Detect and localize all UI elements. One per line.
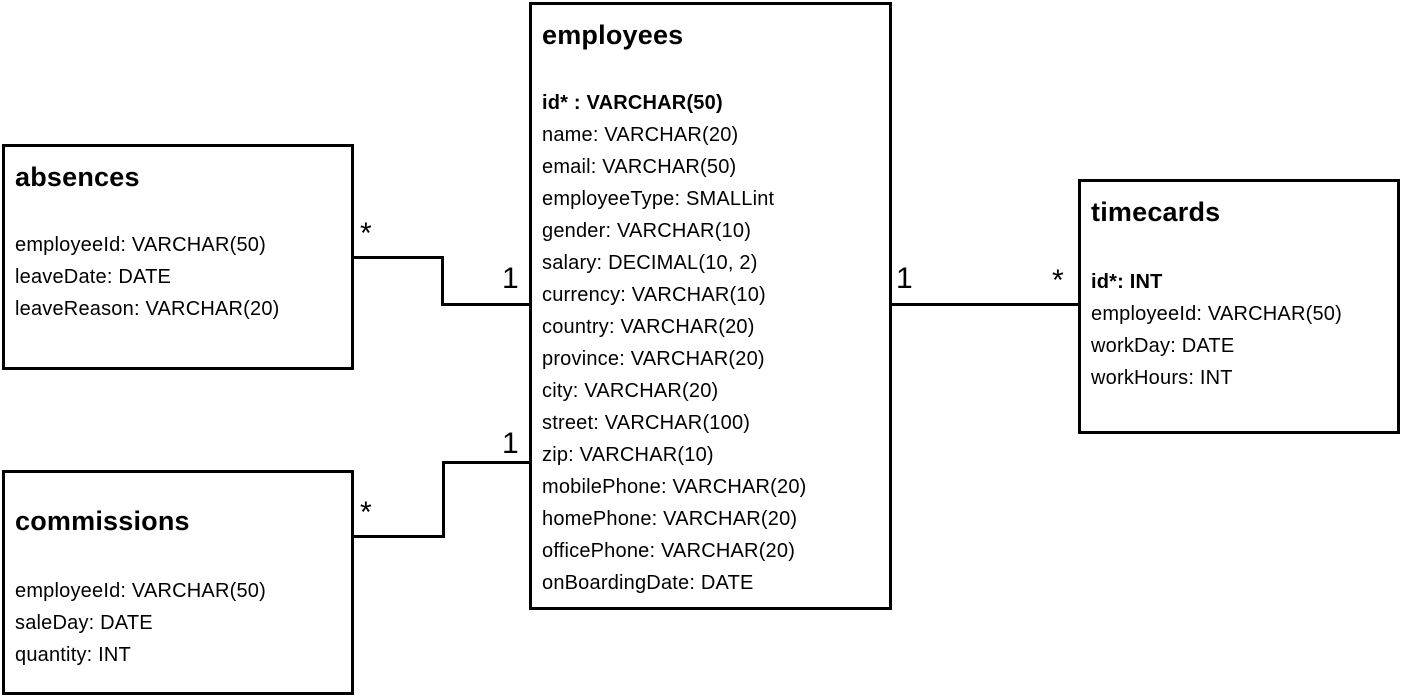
connector-commissions-employees-segment[interactable]	[442, 461, 445, 538]
field-row: officePhone: VARCHAR(20)	[542, 540, 796, 562]
field-list-timecards: id*: INT employeeId: VARCHAR(50) workDay…	[1091, 266, 1385, 394]
field-list-commissions: employeeId: VARCHAR(50) saleDay: DATE qu…	[15, 575, 339, 671]
connector-commissions-employees-segment[interactable]	[442, 461, 529, 464]
field-row: workDay: DATE	[1091, 335, 1235, 357]
table-title-absences: absences	[15, 162, 140, 192]
field-list-employees: id* : VARCHAR(50) name: VARCHAR(20) emai…	[542, 87, 877, 599]
field-row: saleDay: DATE	[15, 612, 153, 634]
field-row: currency: VARCHAR(10)	[542, 284, 766, 306]
field-row: employeeId: VARCHAR(50)	[1091, 303, 1342, 325]
field-row: homePhone: VARCHAR(20)	[542, 508, 798, 530]
entity-absences[interactable]: absences employeeId: VARCHAR(50) leaveDa…	[2, 144, 354, 370]
field-row: salary: DECIMAL(10, 2)	[542, 252, 758, 274]
field-row: email: VARCHAR(50)	[542, 156, 737, 178]
field-row: workHours: INT	[1091, 367, 1233, 389]
entity-commissions[interactable]: commissions employeeId: VARCHAR(50) sale…	[2, 470, 354, 695]
field-row: leaveReason: VARCHAR(20)	[15, 298, 280, 320]
cardinality-label-employees-one: 1	[896, 262, 913, 295]
field-row: country: VARCHAR(20)	[542, 316, 755, 338]
field-row: employeeId: VARCHAR(50)	[15, 580, 266, 602]
connector-absences-employees-segment[interactable]	[441, 303, 529, 306]
table-title-timecards: timecards	[1091, 197, 1221, 227]
field-row: zip: VARCHAR(10)	[542, 444, 714, 466]
connector-absences-employees-segment[interactable]	[353, 256, 444, 259]
field-row: name: VARCHAR(20)	[542, 124, 739, 146]
connector-commissions-employees-segment[interactable]	[353, 535, 445, 538]
field-row: gender: VARCHAR(10)	[542, 220, 752, 242]
cardinality-label-absences-many: *	[360, 217, 372, 250]
field-row: street: VARCHAR(100)	[542, 412, 751, 434]
field-row: leaveDate: DATE	[15, 266, 172, 288]
field-row-primary-key: id*: INT	[1091, 271, 1163, 293]
field-row: employeeId: VARCHAR(50)	[15, 234, 266, 256]
field-list-absences: employeeId: VARCHAR(50) leaveDate: DATE …	[15, 229, 339, 325]
cardinality-label-employees-one: 1	[502, 262, 519, 295]
cardinality-label-timecards-many: *	[1052, 264, 1064, 297]
field-row: mobilePhone: VARCHAR(20)	[542, 476, 807, 498]
table-title-employees: employees	[542, 20, 684, 50]
field-row: city: VARCHAR(20)	[542, 380, 719, 402]
connector-absences-employees-segment[interactable]	[441, 256, 444, 306]
connector-employees-timecards-segment[interactable]	[892, 303, 1078, 306]
field-row: province: VARCHAR(20)	[542, 348, 765, 370]
cardinality-label-employees-one: 1	[502, 427, 519, 460]
cardinality-label-commissions-many: *	[360, 496, 372, 529]
field-row: quantity: INT	[15, 644, 131, 666]
field-row: onBoardingDate: DATE	[542, 572, 754, 594]
field-row-primary-key: id* : VARCHAR(50)	[542, 92, 723, 114]
entity-timecards[interactable]: timecards id*: INT employeeId: VARCHAR(5…	[1078, 179, 1400, 434]
entity-employees[interactable]: employees id* : VARCHAR(50) name: VARCHA…	[529, 2, 892, 610]
field-row: employeeType: SMALLint	[542, 188, 775, 210]
table-title-commissions: commissions	[15, 506, 190, 536]
